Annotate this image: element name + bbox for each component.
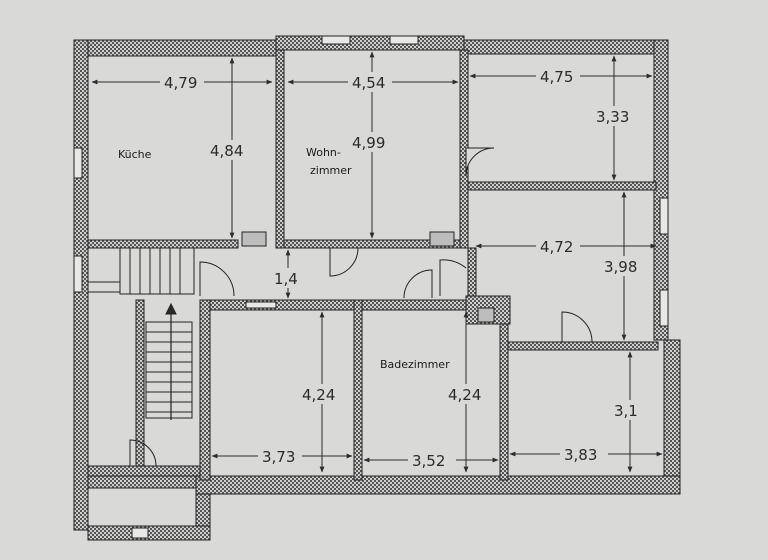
dim-east-height: 3,98 (604, 258, 637, 276)
dim-room-s1-width: 3,73 (262, 448, 295, 466)
dim-se-height: 3,1 (614, 402, 638, 420)
windows (73, 35, 669, 539)
room-label-badezimmer: Badezimmer (380, 358, 450, 371)
dim-se-width: 3,83 (564, 446, 597, 464)
dim-kueche-height: 4,84 (210, 142, 243, 160)
dim-kueche-width: 4,79 (164, 74, 197, 92)
dim-ne-height: 3,33 (596, 108, 629, 126)
room-label-wohnzimmer-line2: zimmer (310, 164, 352, 177)
dim-bad-height: 4,24 (448, 386, 481, 404)
dim-wohn-height: 4,99 (352, 134, 385, 152)
staircase (88, 247, 195, 420)
dim-east-width: 4,72 (540, 238, 573, 256)
dimension-labels: 4,79 4,84 4,54 4,99 4,75 3,33 4,72 3,98 … (160, 66, 648, 470)
dim-wohn-width: 4,54 (352, 74, 385, 92)
dim-ne-width: 4,75 (540, 68, 573, 86)
outer-walls (73, 35, 681, 541)
chimneys (241, 231, 495, 323)
room-labels: Küche Wohn- zimmer Badezimmer (118, 146, 450, 371)
dim-hall-height: 1,4 (274, 270, 298, 288)
room-label-kueche: Küche (118, 148, 152, 161)
dimension-lines (91, 51, 663, 473)
room-label-wohnzimmer-line1: Wohn- (306, 146, 341, 159)
inner-walls (87, 49, 659, 481)
dim-room-s1-height: 4,24 (302, 386, 335, 404)
dim-bad-width: 3,52 (412, 452, 445, 470)
doors (129, 147, 593, 467)
